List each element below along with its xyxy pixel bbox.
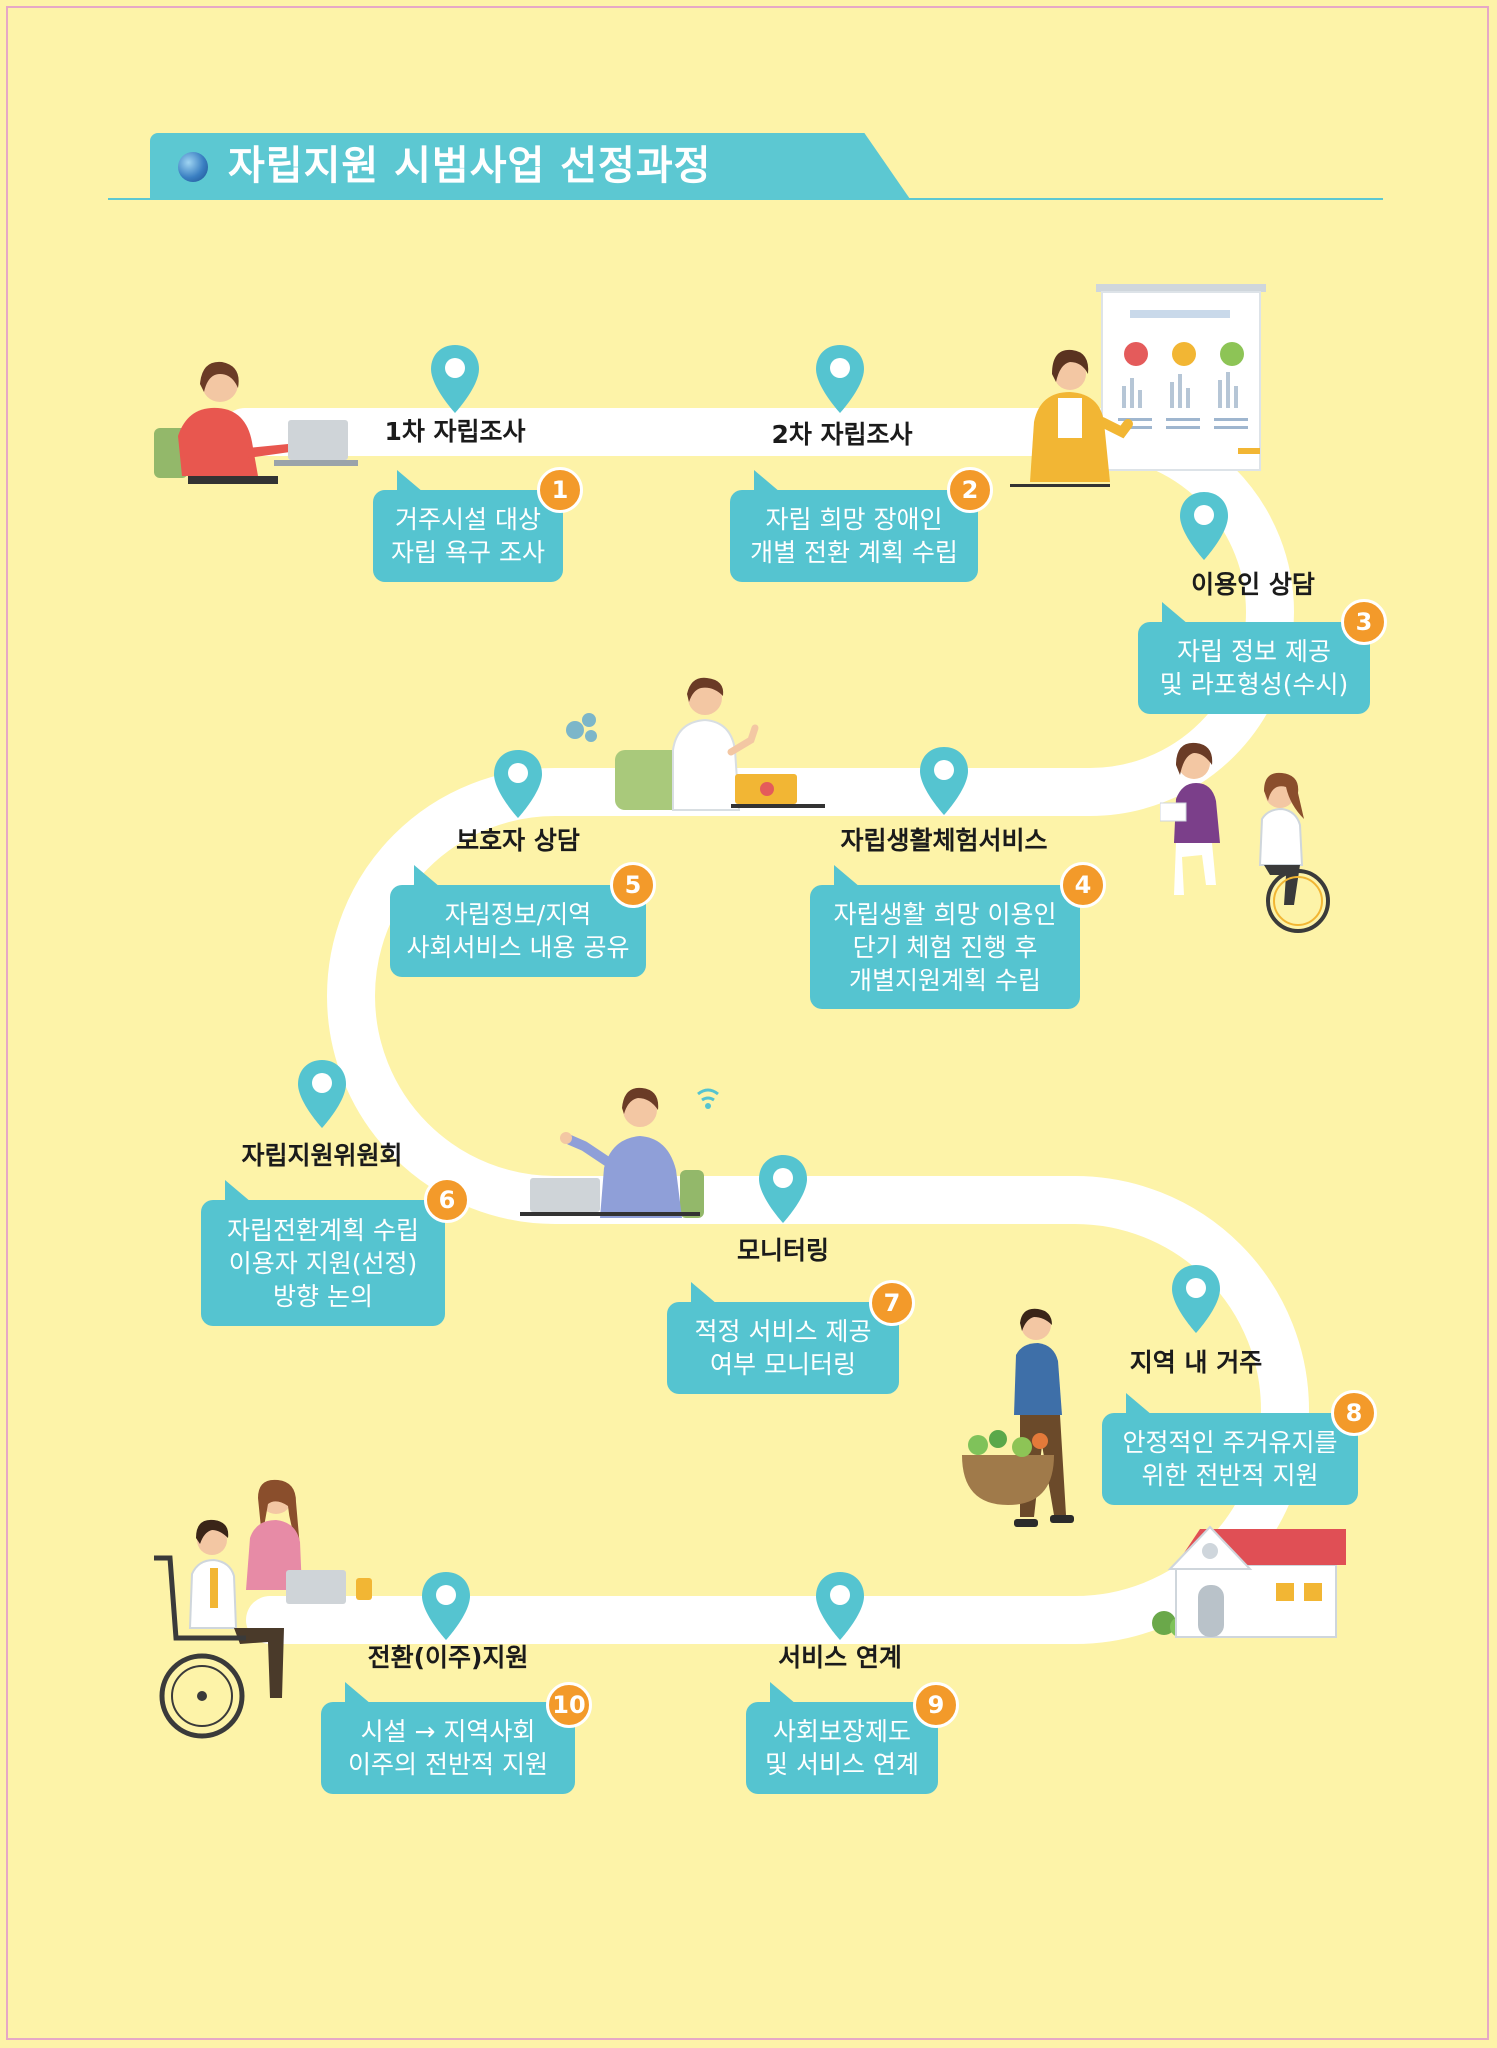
step-2-label: 2차 자립조사 xyxy=(771,420,913,449)
map-pin-icon xyxy=(1180,492,1228,560)
step-1-label: 1차 자립조사 xyxy=(384,417,526,446)
step-9-bubble: 사회보장제도 및 서비스 연계 xyxy=(746,1682,938,1794)
step-10-label: 전환(이주)지원 xyxy=(367,1643,529,1672)
step-3-badge: 3 xyxy=(1341,599,1387,645)
house-illustration xyxy=(1152,1525,1346,1638)
step-9-line-1: 사회보장제도 xyxy=(772,1717,911,1746)
step-7-badge: 7 xyxy=(869,1280,915,1326)
step-2-line-2: 개별 전환 계획 수립 xyxy=(750,538,958,567)
step-6-bubble: 자립전환계획 수립 이용자 지원(선정) 방향 논의 xyxy=(201,1180,445,1326)
step-3-bubble: 자립 정보 제공 및 라포형성(수시) xyxy=(1138,602,1370,714)
map-pin-icon xyxy=(298,1060,346,1128)
step-5-line-2: 사회서비스 내용 공유 xyxy=(406,933,630,962)
step-8-line-2: 위한 전반적 지원 xyxy=(1141,1461,1319,1490)
step-9-label: 서비스 연계 xyxy=(778,1643,902,1672)
step-8-label: 지역 내 거주 xyxy=(1129,1348,1263,1377)
person-laptop-illustration xyxy=(154,361,358,484)
step-10-line-1: 시설 → 지역사회 xyxy=(360,1717,536,1746)
title-bar xyxy=(150,133,910,199)
step-5-label: 보호자 상담 xyxy=(456,826,580,855)
page-border xyxy=(6,6,1489,2040)
map-pin-icon xyxy=(920,747,968,815)
step-1-bubble: 거주시설 대상 자립 욕구 조사 xyxy=(373,470,563,582)
step-4-line-1: 자립생활 희망 이용인 xyxy=(833,899,1057,929)
map-pin-icon xyxy=(816,1572,864,1640)
man-laptop-wifi-illustration xyxy=(520,1087,719,1218)
step-6-label: 자립지원위원회 xyxy=(241,1141,403,1170)
step-2-line-1: 자립 희망 장애인 xyxy=(765,505,943,534)
step-8-badge: 8 xyxy=(1331,1390,1377,1436)
step-9-line-2: 및 서비스 연계 xyxy=(765,1750,919,1779)
map-pin-icon xyxy=(494,750,542,818)
counseling-illustration xyxy=(1160,742,1330,933)
presenter-board-illustration xyxy=(1010,284,1266,487)
map-pin-icon xyxy=(422,1572,470,1640)
step-3-line-2: 및 라포형성(수시) xyxy=(1159,670,1349,699)
step-6-line-3: 방향 논의 xyxy=(273,1281,373,1311)
page-title: 자립지원 시범사업 선정과정 xyxy=(228,143,712,189)
step-4-label: 자립생활체험서비스 xyxy=(840,826,1048,855)
step-1-badge: 1 xyxy=(537,467,583,513)
title-bullet-icon xyxy=(178,152,208,182)
map-pin-icon xyxy=(759,1155,807,1223)
step-10-line-2: 이주의 전반적 지원 xyxy=(348,1750,548,1779)
step-8-line-1: 안정적인 주거유지를 xyxy=(1122,1428,1338,1457)
step-4-line-3: 개별지원계획 수립 xyxy=(849,965,1041,995)
step-2-bubble: 자립 희망 장애인 개별 전환 계획 수립 xyxy=(730,470,978,582)
wheelchair-helper-illustration xyxy=(154,1479,372,1739)
step-6-line-2: 이용자 지원(선정) xyxy=(228,1248,418,1278)
step-3-line-1: 자립 정보 제공 xyxy=(1177,637,1331,666)
step-2-badge: 2 xyxy=(947,467,993,513)
step-6-line-1: 자립전환계획 수립 xyxy=(227,1215,419,1245)
step-5-badge: 5 xyxy=(610,862,656,908)
step-4-line-2: 단기 체험 진행 후 xyxy=(852,932,1038,962)
step-6-badge: 6 xyxy=(424,1177,470,1223)
step-5-bubble: 자립정보/지역 사회서비스 내용 공유 xyxy=(390,865,646,977)
step-7-label: 모니터링 xyxy=(736,1236,830,1265)
step-5-line-1: 자립정보/지역 xyxy=(444,900,592,929)
step-4-bubble: 자립생활 희망 이용인 단기 체험 진행 후 개별지원계획 수립 xyxy=(810,865,1080,1009)
step-10-bubble: 시설 → 지역사회 이주의 전반적 지원 xyxy=(321,1682,575,1794)
step-9-badge: 9 xyxy=(913,1682,959,1728)
man-desk-illustration xyxy=(566,677,825,811)
step-1-line-2: 자립 욕구 조사 xyxy=(391,538,545,567)
map-pin-icon xyxy=(431,345,479,413)
map-pin-icon xyxy=(816,345,864,413)
step-1-line-1: 거주시설 대상 xyxy=(395,505,541,534)
map-pin-icon xyxy=(1172,1265,1220,1333)
step-7-bubble: 적정 서비스 제공 여부 모니터링 xyxy=(667,1282,899,1394)
step-3-label: 이용인 상담 xyxy=(1191,570,1315,599)
title-underline xyxy=(108,198,1383,200)
step-4-badge: 4 xyxy=(1060,862,1106,908)
step-7-line-2: 여부 모니터링 xyxy=(710,1350,856,1379)
step-8-bubble: 안정적인 주거유지를 위한 전반적 지원 xyxy=(1102,1393,1358,1505)
man-basket-illustration xyxy=(962,1308,1074,1527)
step-7-line-1: 적정 서비스 제공 xyxy=(694,1317,872,1346)
step-10-badge: 10 xyxy=(546,1682,592,1728)
